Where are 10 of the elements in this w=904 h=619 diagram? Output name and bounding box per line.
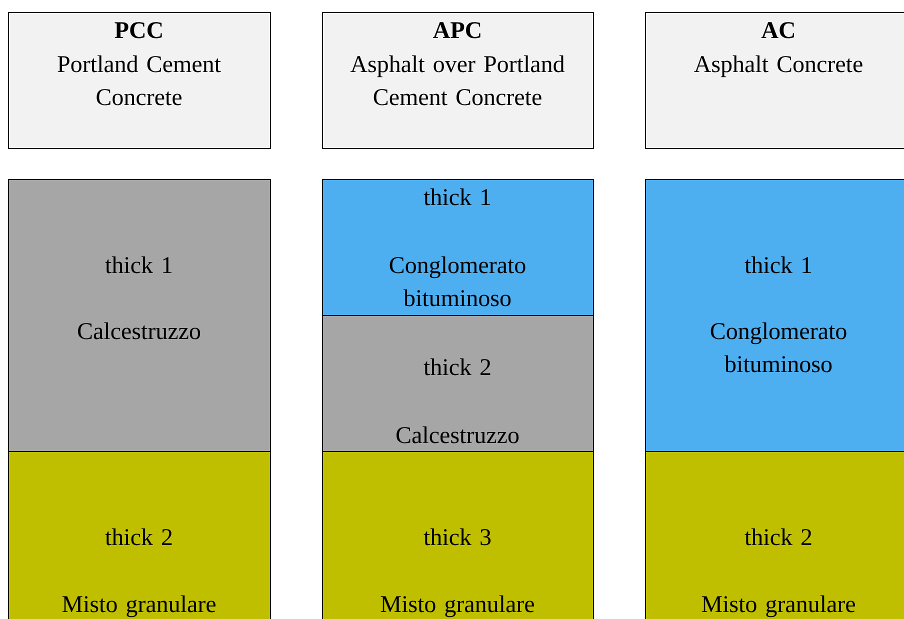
layer-box: thick 1 Calcestruzzo — [8, 179, 271, 452]
layer-box: thick 3 Misto granulare — [322, 451, 594, 619]
header-box: APC Asphalt over Portland Cement Concrete — [322, 12, 594, 149]
layer-box: thick 2 Misto granulare — [8, 451, 271, 619]
header-box: PCC Portland Cement Concrete — [8, 12, 271, 149]
layer-box: thick 2 Misto granulare — [645, 451, 904, 619]
layer-box: thick 1 Conglomerato bituminoso — [645, 179, 904, 452]
layer-box: thick 1 Conglomerato bituminoso — [322, 179, 594, 316]
header-box: AC Asphalt Concrete — [645, 12, 904, 149]
layer-box: thick 2 Calcestruzzo — [322, 315, 594, 452]
